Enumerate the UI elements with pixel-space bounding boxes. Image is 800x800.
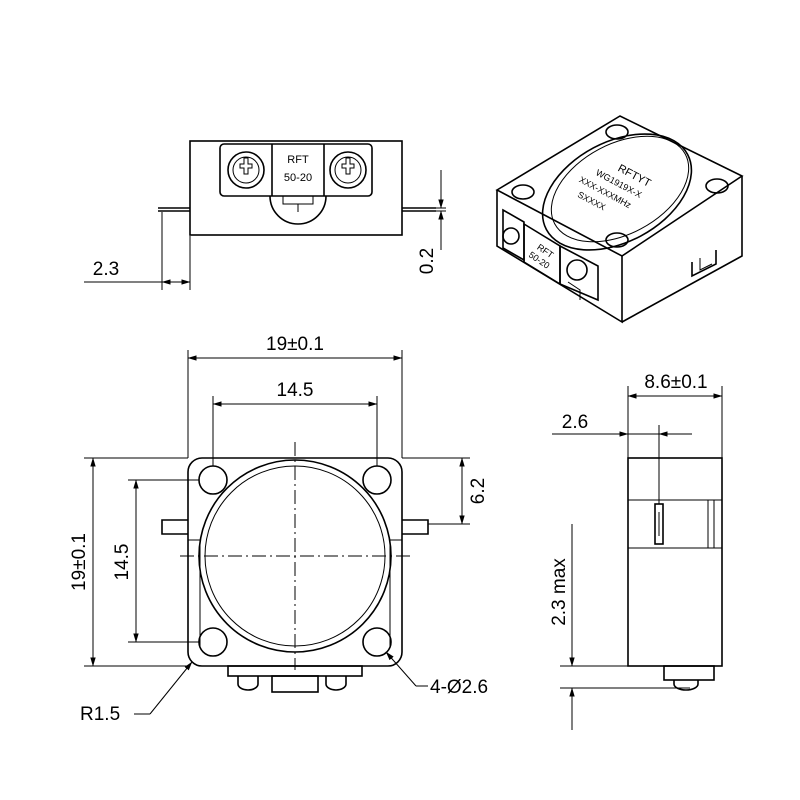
dim-pin-thickness: 0.2 — [417, 248, 438, 274]
iso-pin-left — [502, 208, 525, 262]
iso-notch — [691, 250, 717, 278]
label-brand: RFT — [287, 154, 309, 166]
hole-bottom-left-icon — [198, 627, 228, 657]
iso-pin-right — [559, 244, 599, 302]
dim-height: 19±0.1 — [69, 533, 90, 591]
iso-screw-left-icon — [502, 227, 520, 245]
iso-screw-right-icon — [566, 259, 588, 281]
dim-width: 19±0.1 — [266, 334, 324, 355]
iso-hole-top-icon — [605, 124, 629, 140]
front-tab-right — [402, 519, 429, 535]
dim-hole-pitch: 14.5 — [277, 380, 314, 401]
isometric-view: RFTYT WG1919X-X XXX-XXXMHz SXXXX RFT 50-… — [495, 115, 744, 324]
hole-top-right-icon — [362, 465, 392, 495]
dim-tab: 2.6 — [562, 412, 588, 433]
hole-bottom-right-icon — [362, 627, 392, 657]
front-view: 19±0.1 14.5 19±0.1 14.5 6.2 4-Ø2.6 R1.5 — [69, 334, 489, 725]
dim-offset: 6.2 — [468, 478, 489, 504]
iso-disc — [541, 133, 693, 251]
hole-top-left-icon — [198, 465, 228, 495]
iso-hole-right-icon — [705, 178, 729, 194]
screw-right-icon — [329, 151, 367, 189]
iso-hole-left-icon — [511, 184, 535, 200]
top-view-boss — [269, 195, 327, 225]
front-bottom-resistor — [271, 675, 319, 693]
top-view-body — [189, 140, 403, 236]
dim-max-height: 2.3 max — [549, 558, 570, 626]
iso-hole-bottom-icon — [605, 232, 629, 248]
front-tab-left — [161, 519, 188, 535]
side-view: 8.6±0.1 2.6 2.3 max — [549, 372, 723, 730]
dim-radius: R1.5 — [80, 704, 120, 725]
iso-right-face — [621, 176, 743, 323]
side-view-bottom — [663, 665, 715, 681]
screw-left-icon — [227, 151, 265, 189]
top-view: RFT 50-20 2.3 0.2 — [84, 140, 446, 290]
dim-pin-length: 2.3 — [93, 259, 119, 280]
dim-holes: 4-Ø2.6 — [430, 677, 488, 698]
label-spec: 50-20 — [284, 172, 312, 184]
dim-hole-pitch-vertical: 14.5 — [112, 544, 133, 581]
side-view-body — [627, 457, 723, 667]
dim-depth: 8.6±0.1 — [644, 372, 707, 393]
